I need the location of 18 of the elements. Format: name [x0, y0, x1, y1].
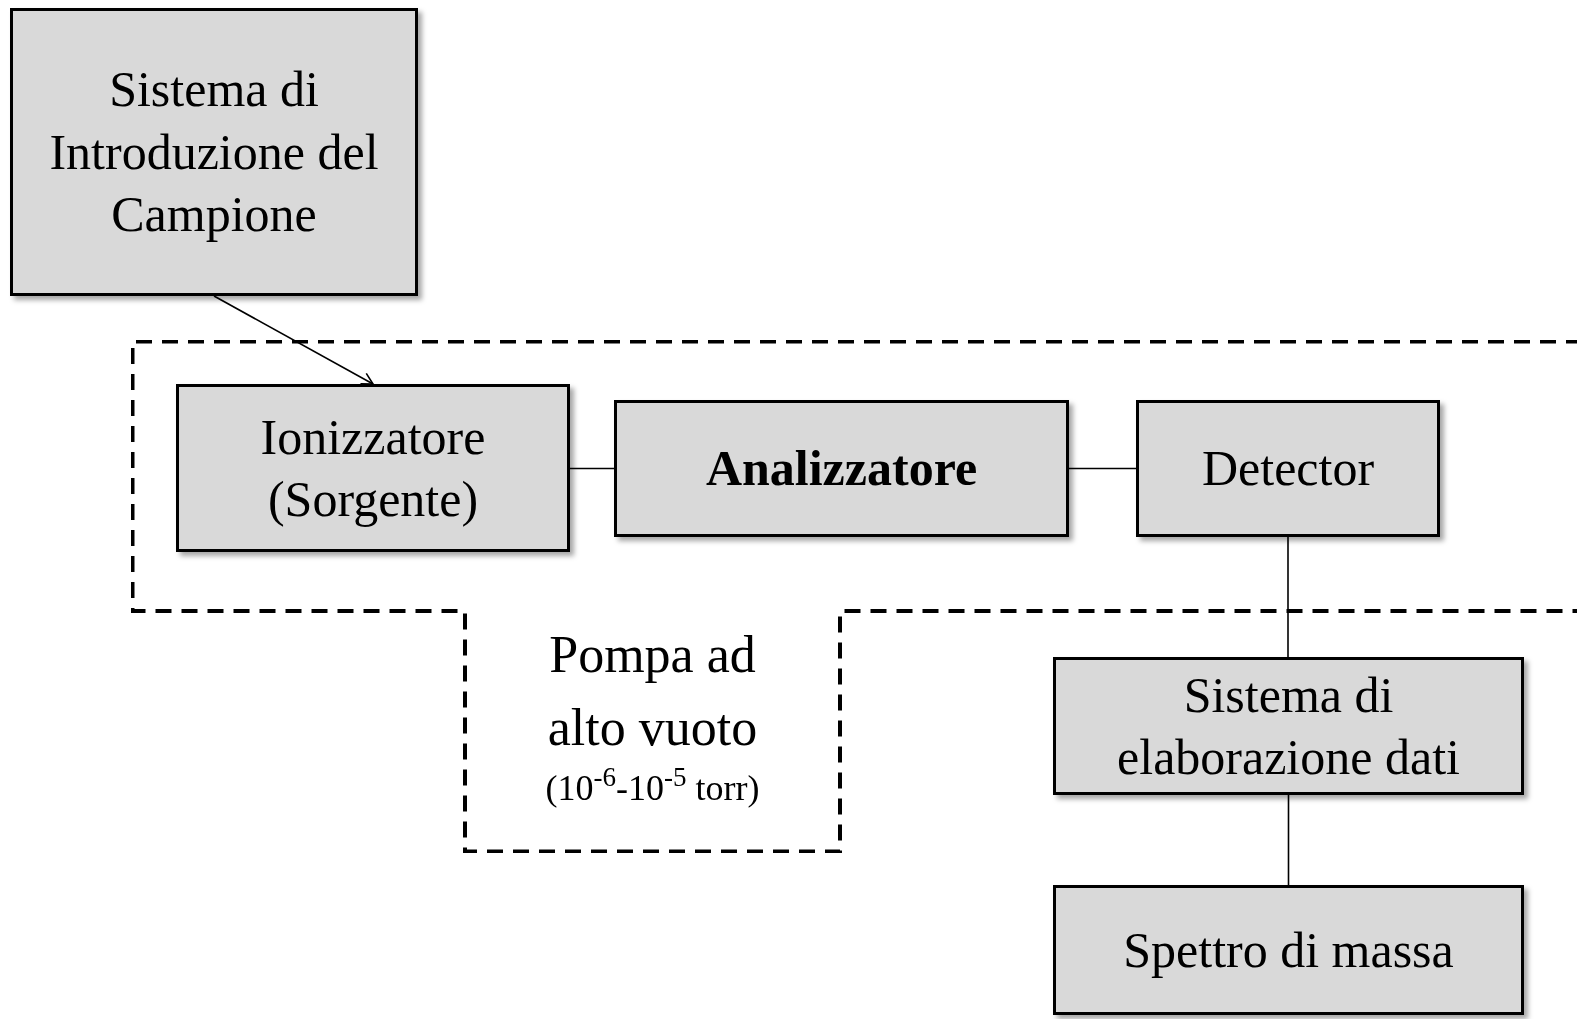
process-box — [176, 384, 570, 552]
process-box — [1053, 885, 1524, 1015]
box-label: Sistema di elaborazione dati — [1116, 665, 1461, 787]
connector-line — [569, 467, 615, 470]
connector-line — [1068, 467, 1137, 470]
arrow — [213, 295, 374, 385]
pressure-note: (10$^{-6}$-10$^{-5}$ torr) — [545, 764, 760, 810]
process-box — [10, 8, 418, 296]
connector-line — [1287, 536, 1289, 658]
box-label: Sistema di Introduzione del Campione — [48, 60, 380, 245]
region-label: Pompa ad alto vuoto — [546, 625, 759, 758]
connector-line — [1287, 794, 1290, 886]
box-label: Spettro di massa — [1123, 920, 1454, 980]
box-label: Analizzatore — [705, 439, 978, 499]
process-box — [614, 400, 1069, 537]
box-label: Detector — [1201, 439, 1375, 499]
box-label: Ionizzatore (Sorgente) — [259, 407, 487, 529]
process-box — [1136, 400, 1440, 537]
